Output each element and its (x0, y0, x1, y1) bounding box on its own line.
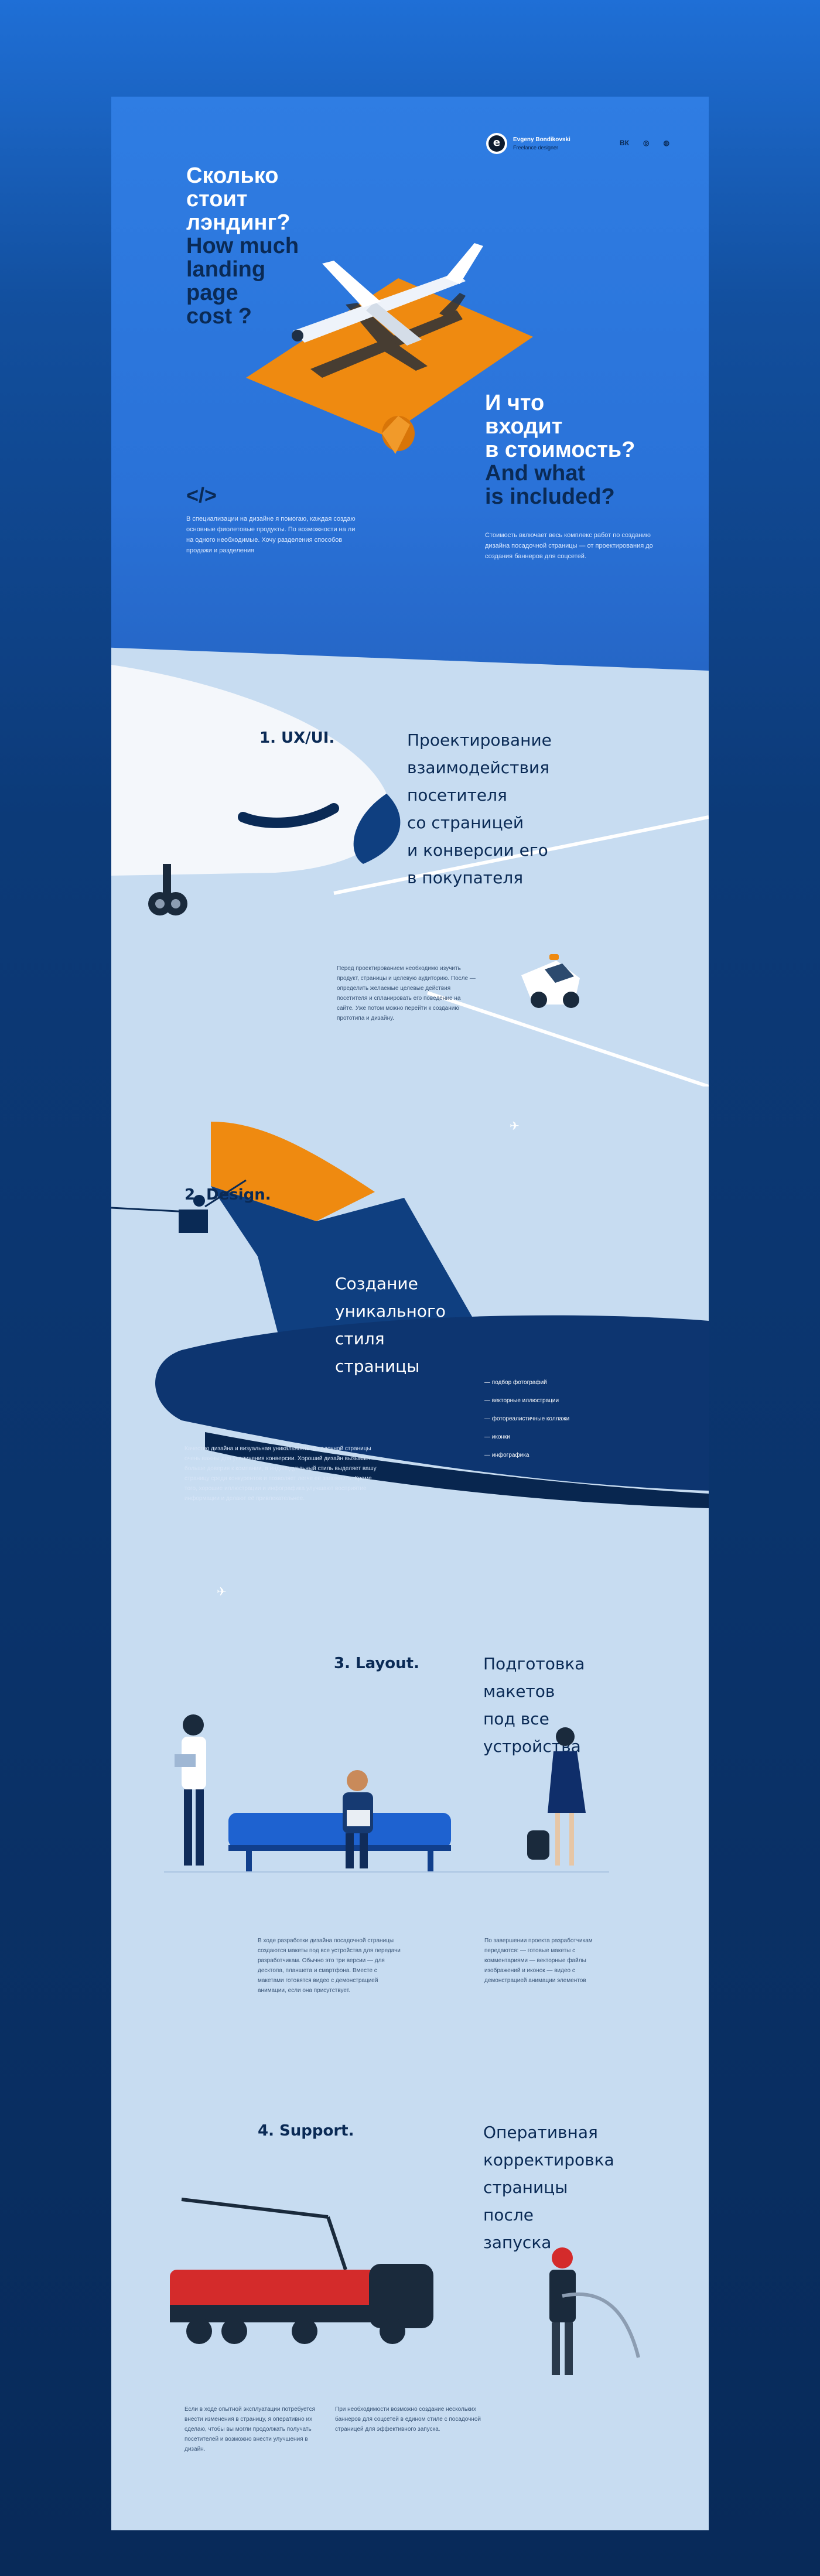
hero-subtitle: И что входит в стоимость? And what is in… (485, 391, 635, 508)
section3-text-2: По завершении проекта разработчикам пере… (484, 1938, 593, 1984)
bullet-item: — векторные иллюстрации (484, 1398, 559, 1404)
logo-icon: e (486, 133, 507, 154)
section1-title-line: и конверсии его (407, 841, 548, 860)
hero-title-en-4: cost ? (186, 304, 252, 329)
code-icon: </> (186, 483, 217, 507)
instagram-icon[interactable]: ◎ (643, 139, 650, 147)
hero-title-en-1: How much (186, 234, 299, 258)
bullet-item: — подбор фотографий (484, 1379, 547, 1386)
bullet-item: — инфографика (484, 1452, 529, 1458)
section3-title-line: под все (483, 1709, 549, 1728)
plane-small-icon: ✈ (510, 1120, 520, 1133)
social-links: ВК ◎ ◍ (620, 139, 696, 147)
section1-plane-nose (111, 665, 709, 1087)
section1-title-line: посетителя (407, 785, 507, 805)
landing-page: e Evgeny Bondikovski Freelance designer … (111, 97, 709, 2530)
firefighter (549, 2247, 640, 2375)
section4-text-2: При необходимости возможно создание неск… (335, 2406, 481, 2432)
section4-illustration (170, 2198, 640, 2375)
hero-intro-text: В специализации на дизайне я помогаю, ка… (186, 515, 356, 554)
hero-title-en-2: landing (186, 257, 266, 282)
section4-text: Если в ходе опытной эксплуатации потребу… (184, 2406, 316, 2452)
section1-title-line: Проектирование (407, 730, 552, 750)
section2-text: Качество дизайна и визуальная уникальнос… (184, 1446, 377, 1502)
section1-text: Перед проектированием необходимо изучить… (337, 965, 476, 1021)
follow-me-car (521, 954, 580, 1008)
section2-plane-tail (111, 1122, 709, 1508)
person-phone (527, 1727, 586, 1866)
hero-title-en-3: page (186, 281, 238, 305)
hero-title-ru-1: Сколько (186, 163, 279, 188)
author-role: Freelance designer (513, 145, 559, 151)
bullet-item: — фотореалистичные коллажи (484, 1416, 570, 1422)
section3-title-line: макетов (483, 1682, 555, 1701)
logo-letter: e (488, 135, 505, 152)
hero-subtitle-ru-3: в стоимость? (485, 438, 636, 462)
vk-icon[interactable]: ВК (620, 139, 629, 147)
section4-title: Оперативная корректировка страницы после… (483, 2119, 614, 2256)
hero-title: Сколько стоит лэндинг? How much landing … (186, 164, 299, 328)
hero-subtitle-en-2: is included? (485, 484, 615, 509)
person-tablet (175, 1714, 206, 1866)
section2-number: 2. Design. (184, 1186, 271, 1204)
plane-body (292, 243, 483, 346)
hero-subtitle-ru-2: входит (485, 414, 563, 439)
section3-title-line: Подготовка (483, 1654, 585, 1673)
person-laptop (343, 1770, 373, 1868)
author-block[interactable]: e Evgeny Bondikovski Freelance designer (486, 133, 592, 156)
section2-title: Создание уникального стиля страницы (335, 1270, 446, 1380)
section4-title-line: Оперативная (483, 2123, 598, 2142)
section2-bullets: — подбор фотографий — векторные иллюстра… (484, 1374, 569, 1464)
fire-truck (170, 2198, 433, 2344)
section3-illustration (164, 1714, 609, 1873)
section4-title-line: страницы (483, 2178, 568, 2197)
bullet-item: — иконки (484, 1434, 510, 1440)
hero-title-ru-2: стоит (186, 187, 248, 211)
author-name: Evgeny Bondikovski (513, 136, 570, 143)
plane-shadow (310, 293, 466, 378)
section3-text: В ходе разработки дизайна посадочной стр… (258, 1938, 401, 1994)
section1-number: 1. UX/UI. (259, 729, 335, 747)
section1-title-line: в покупателя (407, 868, 524, 887)
hero-plane-illustration (246, 243, 533, 454)
hero-subtitle-en-1: And what (485, 461, 585, 486)
section3-number: 3. Layout. (334, 1655, 419, 1672)
section1-title-line: со страницей (407, 813, 524, 832)
section4-title-line: запуска (483, 2233, 552, 2252)
bench (228, 1813, 451, 1871)
section2-title-line: стиля (335, 1329, 385, 1348)
plane-small-icon: ✈ (217, 1586, 227, 1598)
dribbble-icon[interactable]: ◍ (663, 139, 669, 147)
hero-subtitle-ru-1: И что (485, 391, 545, 415)
hero-subtitle-text: Стоимость включает весь комплекс работ п… (485, 532, 653, 560)
section2-title-line: уникального (335, 1301, 446, 1321)
section2-title-line: Создание (335, 1274, 418, 1293)
section1-title: Проектирование взаимодействия посетителя… (407, 726, 552, 891)
section4-title-line: после (483, 2205, 534, 2225)
section2-title-line: страницы (335, 1357, 420, 1376)
section4-number: 4. Support. (258, 2122, 354, 2140)
section4-title-line: корректировка (483, 2150, 614, 2170)
hero-title-ru-3: лэндинг? (186, 210, 291, 235)
section1-title-line: взаимодействия (407, 758, 550, 777)
